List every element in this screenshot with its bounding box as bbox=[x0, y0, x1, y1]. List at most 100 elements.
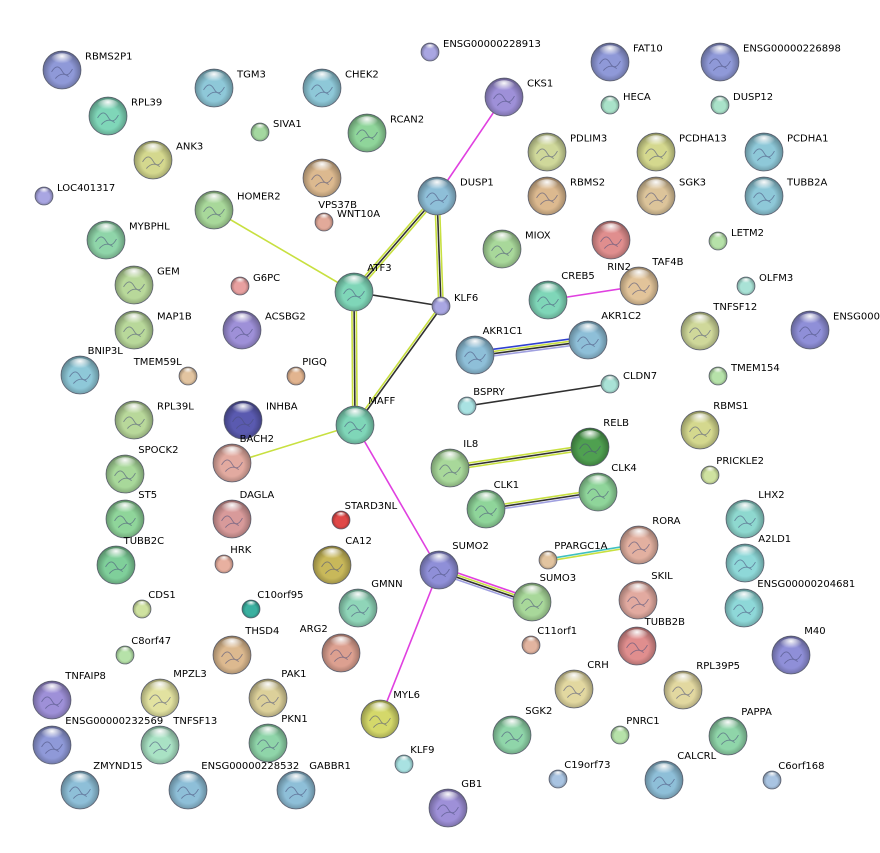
node-ensg00000232569[interactable]: ENSG00000232569 bbox=[32, 716, 163, 765]
node-c8orf47[interactable]: C8orf47 bbox=[115, 636, 171, 665]
node-tnfaip8[interactable]: TNFAIP8 bbox=[32, 671, 106, 720]
node-stard3nl[interactable]: STARD3NL bbox=[331, 501, 398, 530]
node-inhba[interactable]: INHBA bbox=[223, 400, 298, 440]
node-ppargc1a[interactable]: PPARGC1A bbox=[538, 541, 608, 570]
node-thsd4[interactable]: THSD4 bbox=[212, 626, 279, 675]
node-gb1[interactable]: GB1 bbox=[428, 779, 482, 828]
node-siva1[interactable]: SIVA1 bbox=[250, 119, 302, 142]
node-hrk[interactable]: HRK bbox=[214, 545, 252, 574]
node-mybphl[interactable]: MYBPHL bbox=[86, 220, 170, 260]
node-g6pc[interactable]: G6PC bbox=[230, 273, 280, 296]
node-c10orf95[interactable]: C10orf95 bbox=[241, 590, 303, 619]
node-tnfsf12[interactable]: TNFSF12 bbox=[680, 302, 757, 351]
node-fat10[interactable]: FAT10 bbox=[590, 42, 663, 82]
node-c19orf73[interactable]: C19orf73 bbox=[548, 760, 610, 789]
node-ensg00000228532[interactable]: ENSG00000228532 bbox=[168, 761, 299, 810]
node-wnt10a[interactable]: WNT10A bbox=[314, 209, 380, 232]
node-bnip3l[interactable]: BNIP3L bbox=[60, 346, 123, 395]
node-tubb2a[interactable]: TUBB2A bbox=[744, 176, 828, 216]
node-rpl39l[interactable]: RPL39L bbox=[114, 400, 194, 440]
node-tnfsf13[interactable]: TNFSF13 bbox=[140, 716, 217, 765]
node-c11orf1[interactable]: C11orf1 bbox=[521, 626, 577, 655]
node-zmynd15[interactable]: ZMYND15 bbox=[60, 761, 143, 810]
node-pcdha1[interactable]: PCDHA1 bbox=[744, 132, 828, 172]
node-miox[interactable]: MIOX bbox=[482, 229, 551, 269]
node-ank3[interactable]: ANK3 bbox=[133, 140, 203, 180]
node-myl6[interactable]: MYL6 bbox=[360, 690, 420, 739]
node-ensg00000226898[interactable]: ENSG00000226898 bbox=[700, 42, 841, 82]
node-pcdha13[interactable]: PCDHA13 bbox=[636, 132, 727, 172]
node-dagla[interactable]: DAGLA bbox=[212, 490, 274, 539]
node-rcan2[interactable]: RCAN2 bbox=[347, 113, 424, 153]
node-loc401317[interactable]: LOC401317 bbox=[34, 183, 115, 206]
node-atf3[interactable]: ATF3 bbox=[334, 263, 392, 312]
node-rora[interactable]: RORA bbox=[619, 516, 681, 565]
node-sumo3[interactable]: SUMO3 bbox=[512, 573, 576, 622]
node-cldn7[interactable]: CLDN7 bbox=[600, 371, 657, 394]
node-rpl39[interactable]: RPL39 bbox=[88, 96, 162, 136]
node-maff[interactable]: MAFF bbox=[335, 396, 396, 445]
node-pappa[interactable]: PAPPA bbox=[708, 707, 772, 756]
node-a2ld1[interactable]: A2LD1 bbox=[725, 534, 791, 583]
node-c6orf168[interactable]: C6orf168 bbox=[762, 761, 824, 790]
node-relb[interactable]: RELB bbox=[570, 418, 629, 467]
node-calcrl[interactable]: CALCRL bbox=[644, 751, 717, 800]
node-sgk3[interactable]: SGK3 bbox=[636, 176, 706, 216]
node-clk1[interactable]: CLK1 bbox=[466, 480, 519, 529]
node-rbms2p1[interactable]: RBMS2P1 bbox=[42, 50, 133, 90]
node-sgk2[interactable]: SGK2 bbox=[492, 706, 552, 755]
node-map1b[interactable]: MAP1B bbox=[114, 310, 192, 350]
node-spock2[interactable]: SPOCK2 bbox=[105, 445, 178, 494]
node-il8[interactable]: IL8 bbox=[430, 439, 478, 488]
node-ca12[interactable]: CA12 bbox=[312, 536, 372, 585]
node-tmem59l[interactable]: TMEM59L bbox=[133, 357, 198, 386]
node-st5[interactable]: ST5 bbox=[105, 490, 157, 539]
node-gabbr1[interactable]: GABBR1 bbox=[276, 761, 351, 810]
node-olfm3[interactable]: OLFM3 bbox=[736, 273, 793, 296]
node-tubb2b[interactable]: TUBB2B bbox=[617, 617, 685, 666]
node-pigq[interactable]: PIGQ bbox=[286, 357, 327, 386]
node-skil[interactable]: SKIL bbox=[618, 571, 673, 620]
node-ensg00000204681[interactable]: ENSG00000204681 bbox=[724, 579, 855, 628]
node-rbms1[interactable]: RBMS1 bbox=[680, 401, 748, 450]
node-pak1[interactable]: PAK1 bbox=[248, 669, 306, 718]
node-vps37b[interactable]: VPS37B bbox=[302, 158, 357, 211]
node-arg2[interactable]: ARG2 bbox=[300, 624, 361, 673]
node-tgm3[interactable]: TGM3 bbox=[194, 68, 266, 108]
node-gem[interactable]: GEM bbox=[114, 265, 180, 305]
node-mpzl3[interactable]: MPZL3 bbox=[140, 669, 207, 718]
node-chek2[interactable]: CHEK2 bbox=[302, 68, 379, 108]
node-cks1[interactable]: CKS1 bbox=[484, 77, 553, 117]
node-creb5[interactable]: CREB5 bbox=[528, 271, 595, 320]
node-gmnn[interactable]: GMNN bbox=[338, 579, 403, 628]
node-akr1c2[interactable]: AKR1C2 bbox=[568, 311, 641, 360]
node-clk4[interactable]: CLK4 bbox=[578, 463, 637, 512]
node-heca[interactable]: HECA bbox=[600, 92, 651, 115]
node-dusp1[interactable]: DUSP1 bbox=[417, 176, 494, 216]
node-akr1c1[interactable]: AKR1C1 bbox=[455, 326, 523, 375]
node-tmem154[interactable]: TMEM154 bbox=[708, 363, 780, 386]
node-prickle2[interactable]: PRICKLE2 bbox=[700, 456, 764, 485]
node-cds1[interactable]: CDS1 bbox=[132, 590, 176, 619]
node-bspry[interactable]: BSPRY bbox=[457, 387, 506, 416]
node-rin2[interactable]: RIN2 bbox=[591, 220, 631, 273]
node-bach2[interactable]: BACH2 bbox=[212, 434, 274, 483]
node-dusp12[interactable]: DUSP12 bbox=[710, 92, 773, 115]
node-klf9[interactable]: KLF9 bbox=[394, 745, 435, 774]
node-crh[interactable]: CRH bbox=[554, 660, 609, 709]
node-ensg0000[interactable]: ENSG0000 bbox=[790, 310, 880, 350]
node-letm2[interactable]: LETM2 bbox=[708, 228, 764, 251]
node-tubb2c[interactable]: TUBB2C bbox=[96, 536, 164, 585]
node-homer2[interactable]: HOMER2 bbox=[194, 190, 281, 230]
node-sumo2[interactable]: SUMO2 bbox=[419, 541, 489, 590]
node-m40[interactable]: M40 bbox=[771, 626, 826, 675]
node-rbms2[interactable]: RBMS2 bbox=[527, 176, 605, 216]
node-rpl39p5[interactable]: RPL39P5 bbox=[663, 661, 740, 710]
node-ensg00000228913[interactable]: ENSG00000228913 bbox=[420, 39, 541, 62]
node-acsbg2[interactable]: ACSBG2 bbox=[222, 310, 306, 350]
node-pnrc1[interactable]: PNRC1 bbox=[610, 716, 660, 745]
node-lhx2[interactable]: LHX2 bbox=[725, 490, 785, 539]
node-taf4b[interactable]: TAF4B bbox=[619, 257, 684, 306]
node-pdlim3[interactable]: PDLIM3 bbox=[527, 132, 607, 172]
node-klf6[interactable]: KLF6 bbox=[431, 293, 478, 316]
